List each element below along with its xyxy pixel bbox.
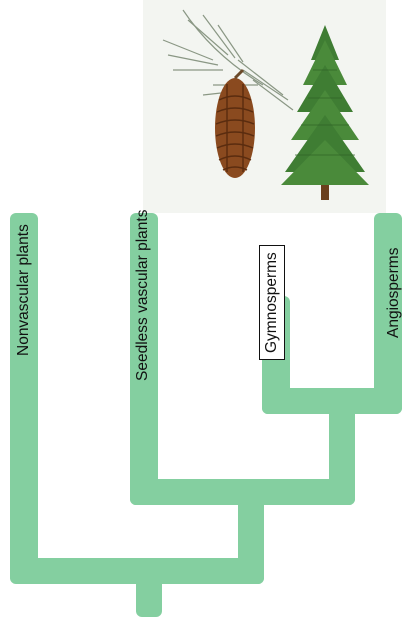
pine-illustration	[143, 0, 386, 213]
branch-seedless-vascular	[130, 213, 158, 505]
taxon-label-angiosperms: Angiosperms	[385, 247, 402, 338]
pine-tree-icon	[281, 25, 369, 200]
branch-nonvascular	[10, 213, 38, 583]
branch-angiosperms	[374, 213, 402, 414]
stem-vascular-plants	[238, 479, 264, 584]
taxon-label-seedless-vascular: Seedless vascular plants	[134, 209, 151, 381]
pine-cone-icon	[215, 68, 255, 178]
taxon-label-nonvascular: Nonvascular plants	[15, 224, 32, 356]
taxon-label-gymnosperms: Gymnosperms	[259, 245, 285, 360]
root-stem	[136, 558, 162, 617]
stem-seed-plants	[329, 388, 355, 505]
